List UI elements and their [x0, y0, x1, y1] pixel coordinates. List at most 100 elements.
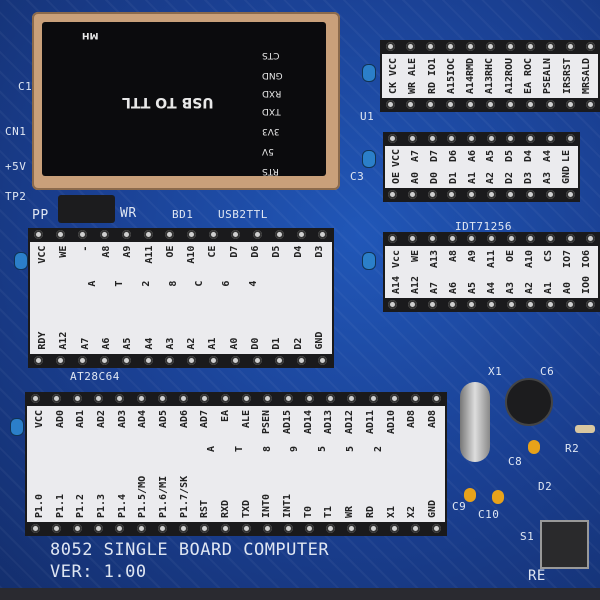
- silk-c8: C8: [508, 455, 523, 468]
- pin-label: 5: [345, 446, 357, 453]
- pin-label: CK: [388, 81, 400, 94]
- pin: [73, 524, 83, 533]
- pin: [525, 42, 535, 51]
- pin-label: A7: [409, 150, 421, 163]
- pin-label: IO6: [581, 250, 592, 269]
- pin: [486, 134, 496, 143]
- pin-label: D4: [523, 150, 535, 163]
- pin: [94, 394, 104, 403]
- pin: [486, 300, 496, 309]
- pin: [506, 234, 516, 243]
- pin-label: MRS: [580, 75, 592, 94]
- capacitor-c8: [528, 440, 540, 454]
- pin-label: OE: [390, 171, 402, 184]
- pin: [388, 190, 398, 199]
- pin: [545, 42, 555, 51]
- pin: [199, 524, 209, 533]
- silk-c6: C6: [540, 365, 555, 378]
- pin: [467, 234, 477, 243]
- pin-label: RD: [364, 505, 376, 518]
- pin-label: A0: [562, 281, 573, 294]
- pin-label: CS: [543, 250, 554, 263]
- pin-label: A3: [164, 337, 176, 350]
- pin-label: A6: [100, 337, 112, 350]
- pin: [252, 230, 262, 239]
- usb-pin-label-txd: TXD: [262, 106, 281, 116]
- pin: [385, 42, 395, 51]
- pin-label: AD8: [406, 410, 418, 429]
- pin: [318, 230, 328, 239]
- pin: [408, 190, 418, 199]
- reset-button[interactable]: [540, 520, 589, 569]
- pin: [187, 356, 197, 365]
- pin: [467, 300, 477, 309]
- jumper-header[interactable]: [58, 195, 115, 223]
- pin-label: D6: [249, 246, 261, 259]
- pin: [408, 234, 418, 243]
- resistor-r2: [575, 425, 595, 433]
- pin: [115, 394, 125, 403]
- pin-label: A5: [485, 150, 497, 163]
- pin-label: P1.0: [33, 493, 45, 518]
- pin: [447, 300, 457, 309]
- capacitor: [10, 418, 24, 436]
- pin: [585, 234, 595, 243]
- pin-label: 2: [372, 446, 384, 453]
- pin: [78, 230, 88, 239]
- capacitor: [362, 252, 376, 270]
- pin-label: PSEN: [261, 410, 273, 435]
- pin-label: AD3: [116, 410, 128, 429]
- chip-pins-top: [383, 234, 600, 244]
- silk-idt71256: IDT71256: [455, 220, 512, 233]
- pin-label: A6: [466, 150, 478, 163]
- pin: [347, 394, 357, 403]
- pin-label: AD1: [75, 410, 87, 429]
- pin-label: A14: [465, 75, 477, 94]
- pin-label: CE: [207, 246, 219, 259]
- pin-label: A10: [524, 250, 535, 269]
- usb-pin-label-3v3: 3V3: [262, 126, 280, 136]
- chip-pins-bottom: [383, 190, 580, 200]
- pin: [56, 356, 66, 365]
- pin: [31, 394, 41, 403]
- pin-label: D7: [428, 150, 440, 163]
- pin-label: A12: [58, 331, 70, 350]
- pin-label: RXD: [220, 499, 232, 518]
- pin-label: A8: [100, 246, 112, 259]
- usb-module-title: USB TO TTL: [122, 94, 214, 110]
- pin: [486, 190, 496, 199]
- pin: [165, 230, 175, 239]
- pin-label: D7: [228, 246, 240, 259]
- pin-label: A14: [391, 275, 402, 294]
- pin-label: A13: [429, 250, 440, 269]
- pin-label: ALE: [240, 410, 252, 429]
- pin: [305, 394, 315, 403]
- pin-label: WR: [407, 81, 419, 94]
- pin: [545, 190, 555, 199]
- pin-label: AD14: [302, 410, 314, 435]
- pin-label: A7: [79, 337, 91, 350]
- pin: [465, 100, 475, 109]
- pin: [546, 300, 556, 309]
- pin: [136, 394, 146, 403]
- capacitor-c9: [464, 488, 476, 502]
- pin-label: D1: [271, 337, 283, 350]
- pin: [425, 100, 435, 109]
- pin: [284, 394, 294, 403]
- silk-c3: C3: [350, 170, 365, 183]
- pin-label: AD10: [385, 410, 397, 435]
- pin: [241, 394, 251, 403]
- pin-label: D4: [292, 246, 304, 259]
- pin-label: OE: [164, 246, 176, 259]
- pin: [231, 230, 241, 239]
- pin-label: A1: [466, 171, 478, 184]
- pin-label: 4: [247, 280, 259, 287]
- capacitor-c10: [492, 490, 504, 504]
